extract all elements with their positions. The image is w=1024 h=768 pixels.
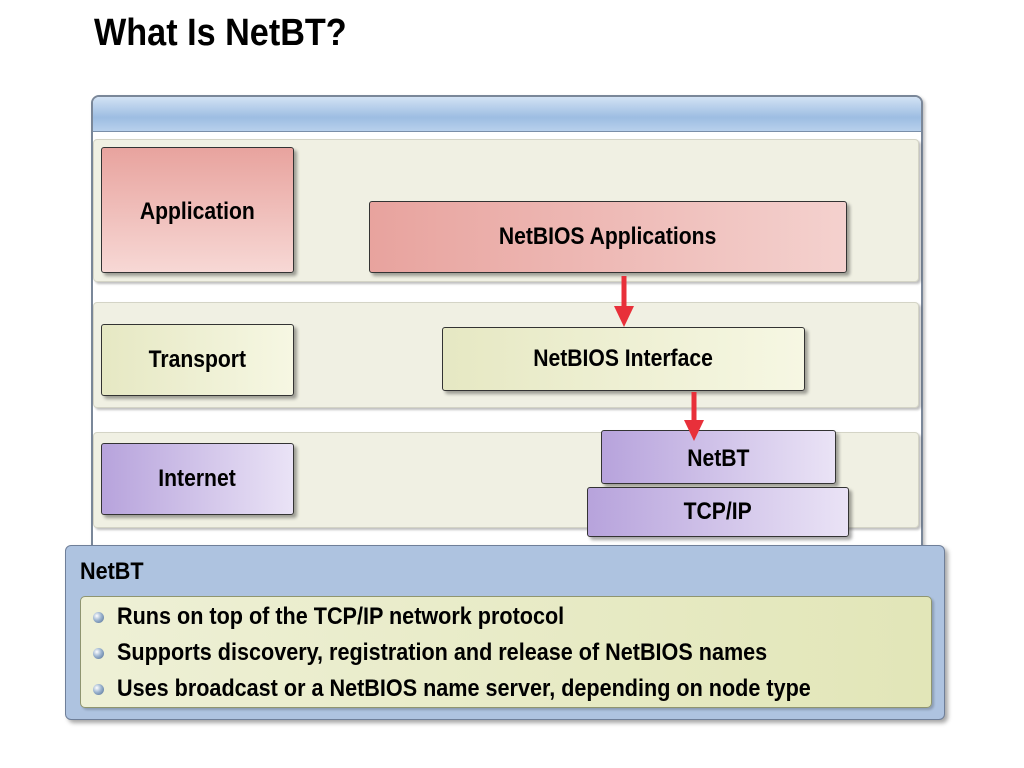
netbt-label: NetBT xyxy=(687,445,750,472)
netbios-interface-box: NetBIOS Interface xyxy=(442,327,805,391)
down-arrow-icon xyxy=(614,276,634,327)
transport-layer-label: Transport xyxy=(148,346,247,373)
netbios-applications-label: NetBIOS Applications xyxy=(499,223,717,250)
bullet-text: Uses broadcast or a NetBIOS name server,… xyxy=(117,675,811,702)
bullet-dot-icon xyxy=(93,647,104,659)
tcpip-box: TCP/IP xyxy=(587,487,849,537)
list-item: Uses broadcast or a NetBIOS name server,… xyxy=(93,672,888,706)
callout-title: NetBT xyxy=(80,558,144,585)
bullet-dot-icon xyxy=(93,611,104,623)
internet-layer-label: Internet xyxy=(158,465,237,492)
bullet-text: Supports discovery, registration and rel… xyxy=(117,639,768,666)
page-title: What Is NetBT? xyxy=(94,12,347,54)
frame-header xyxy=(93,97,921,132)
application-layer-label: Application xyxy=(139,198,255,225)
tcpip-label: TCP/IP xyxy=(683,498,753,525)
netbt-callout: NetBT Runs on top of the TCP/IP network … xyxy=(65,545,945,720)
netbt-box: NetBT xyxy=(601,430,836,484)
internet-layer-box: Internet xyxy=(101,443,294,515)
application-layer-box: Application xyxy=(101,147,294,273)
list-item: Runs on top of the TCP/IP network protoc… xyxy=(93,600,614,634)
list-item: Supports discovery, registration and rel… xyxy=(93,636,839,670)
bullet-dot-icon xyxy=(93,683,104,695)
transport-layer-box: Transport xyxy=(101,324,294,396)
netbios-interface-label: NetBIOS Interface xyxy=(533,345,714,372)
netbios-applications-box: NetBIOS Applications xyxy=(369,201,847,273)
bullet-list: Runs on top of the TCP/IP network protoc… xyxy=(80,596,932,708)
bullet-text: Runs on top of the TCP/IP network protoc… xyxy=(117,603,565,630)
down-arrow-icon xyxy=(684,392,704,441)
